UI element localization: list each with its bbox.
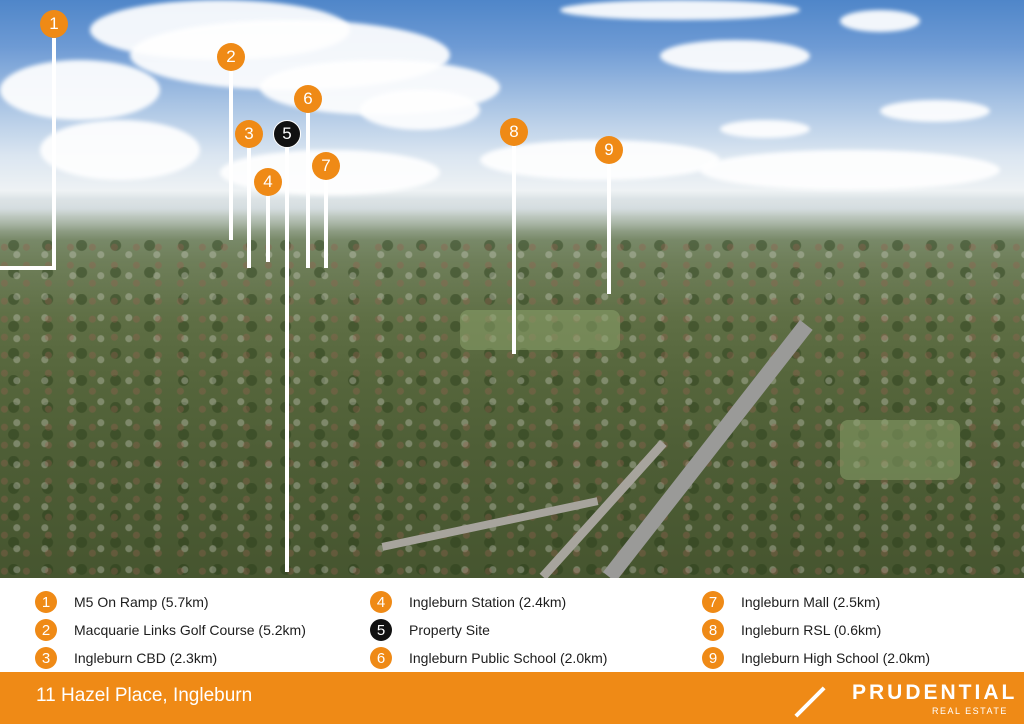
legend-label: Ingleburn CBD (2.3km) [74,650,218,666]
legend-number: 4 [370,591,392,613]
legend-label: Macquarie Links Golf Course (5.2km) [74,622,306,638]
legend-item: 4 Ingleburn Station (2.4km) [370,588,607,616]
footer-bar: 11 Hazel Place, Ingleburn PRUDENTIAL REA… [0,672,1024,724]
marker-2-badge: 2 [217,43,245,71]
legend-item: 6 Ingleburn Public School (2.0km) [370,644,607,672]
legend-number: 1 [35,591,57,613]
legend-column-2: 4 Ingleburn Station (2.4km) 5 Property S… [370,588,607,672]
legend-label: Property Site [409,622,490,638]
legend-label: Ingleburn Station (2.4km) [409,594,567,610]
marker-7-badge: 7 [312,152,340,180]
legend-number: 5 [370,619,392,641]
marker-9: 9 [595,136,623,294]
marker-1: 1 [0,10,68,270]
marker-4-badge: 4 [254,168,282,196]
legend-item: 3 Ingleburn CBD (2.3km) [35,644,306,672]
marker-1-badge: 1 [40,10,68,38]
legend-number: 7 [702,591,724,613]
legend-column-3: 7 Ingleburn Mall (2.5km) 8 Ingleburn RSL… [702,588,930,672]
legend-item: 2 Macquarie Links Golf Course (5.2km) [35,616,306,644]
marker-3: 3 [235,120,263,268]
legend-number: 6 [370,647,392,669]
legend-item: 8 Ingleburn RSL (0.6km) [702,616,930,644]
legend-label: Ingleburn RSL (0.6km) [741,622,882,638]
marker-5: 5 [273,120,301,572]
legend-item: 1 M5 On Ramp (5.7km) [35,588,306,616]
marker-8: 8 [500,118,528,354]
marker-9-badge: 9 [595,136,623,164]
property-address: 11 Hazel Place, Ingleburn [36,685,253,706]
brand-subtitle: REAL ESTATE [932,706,1008,716]
legend-label: Ingleburn High School (2.0km) [741,650,931,666]
marker-6-badge: 6 [294,85,322,113]
brand-name: PRUDENTIAL [852,681,1018,704]
marker-5-badge: 5 [273,120,301,148]
legend-item: 9 Ingleburn High School (2.0km) [702,644,930,672]
legend-number: 8 [702,619,724,641]
legend-number: 2 [35,619,57,641]
legend-label: Ingleburn Public School (2.0km) [409,650,608,666]
legend: 1 M5 On Ramp (5.7km) 2 Macquarie Links G… [0,578,1024,672]
legend-column-1: 1 M5 On Ramp (5.7km) 2 Macquarie Links G… [35,588,306,672]
legend-number: 9 [702,647,724,669]
brand-logo-slash-icon [794,686,826,718]
legend-item: 5 Property Site [370,616,607,644]
marker-3-badge: 3 [235,120,263,148]
marker-7: 7 [312,152,340,268]
legend-label: Ingleburn Mall (2.5km) [741,594,881,610]
marker-6: 6 [294,85,322,268]
marker-2: 2 [217,43,245,240]
marker-4: 4 [254,168,282,262]
marker-8-badge: 8 [500,118,528,146]
legend-item: 7 Ingleburn Mall (2.5km) [702,588,930,616]
legend-label: M5 On Ramp (5.7km) [74,594,209,610]
legend-number: 3 [35,647,57,669]
